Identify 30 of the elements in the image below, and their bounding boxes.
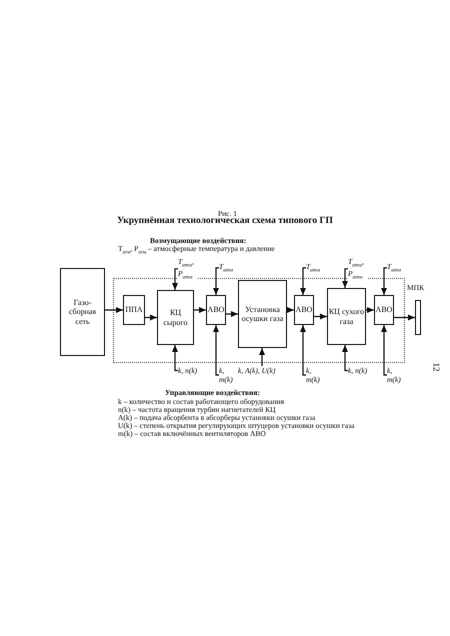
arrow (287, 307, 294, 313)
dotted-boundary (113, 278, 405, 363)
arrow (172, 345, 178, 372)
arrow (300, 325, 306, 376)
arrow (145, 314, 157, 320)
arrow (194, 307, 206, 313)
arrow (394, 314, 415, 320)
process-box: Газо-сборная сеть (60, 268, 105, 356)
arrow (226, 311, 238, 317)
page-number: 12 (432, 362, 442, 372)
arrow (105, 307, 123, 313)
arrow (381, 267, 387, 295)
arrow (381, 325, 387, 376)
process-box: Установка осушки газа (238, 280, 287, 348)
process-box: АВО (206, 295, 226, 325)
arrow (213, 325, 219, 376)
arrow (259, 348, 265, 366)
process-box: КЦ сырого (157, 290, 194, 345)
process-box: АВО (294, 295, 314, 325)
arrow (342, 268, 348, 288)
process-box: ППА (123, 295, 145, 325)
arrow (300, 267, 306, 295)
arrow (213, 267, 219, 295)
arrow (314, 314, 327, 320)
diagram-title: Укрупнённая технологическая схема типового ГП (116, 216, 334, 226)
process-box: АВО (374, 295, 394, 325)
process-box: КЦ сухого газа (327, 288, 366, 345)
arrow (172, 268, 178, 290)
arrow (366, 307, 374, 313)
arrow (342, 345, 348, 372)
